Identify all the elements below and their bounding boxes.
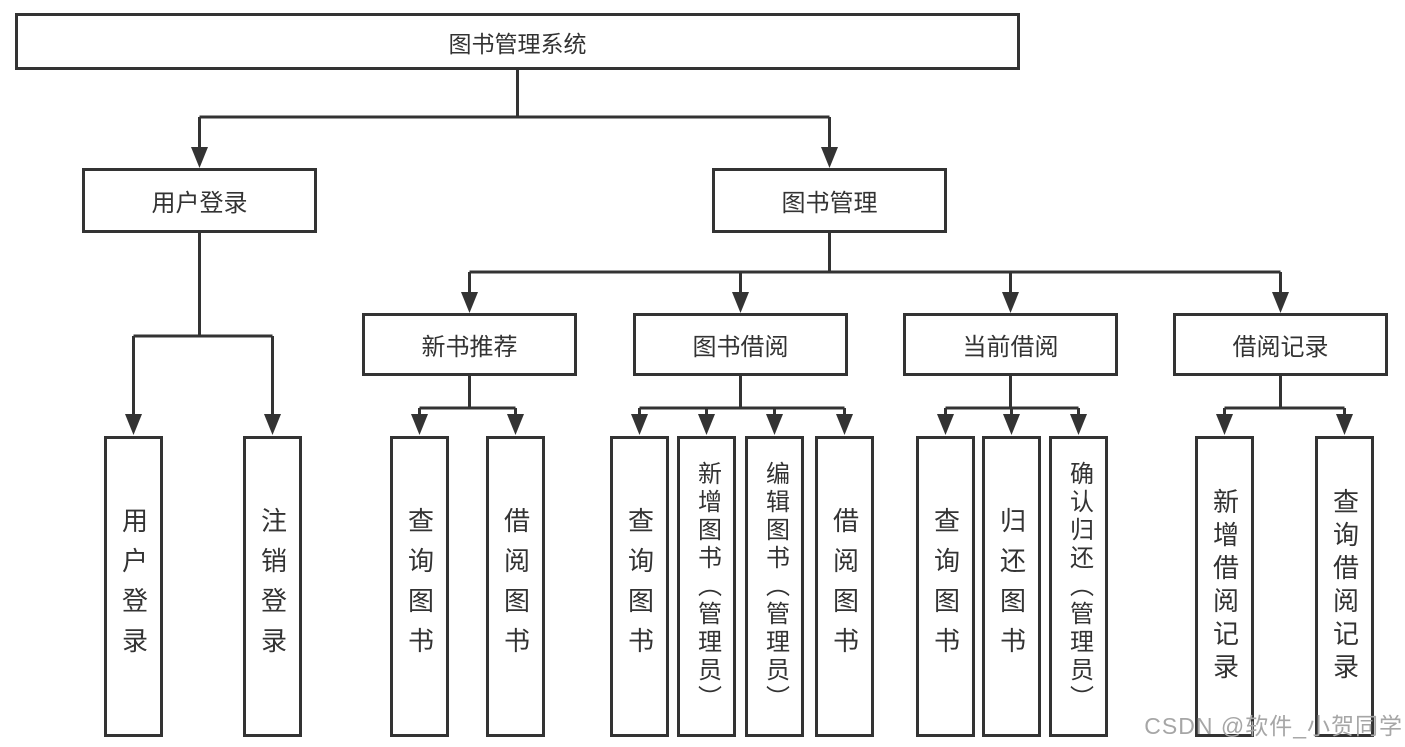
leaf-add-borrow-record: 新增借阅记录 — [1195, 436, 1254, 737]
leaf-query-borrow-record-label: 查询借阅记录 — [1329, 487, 1360, 686]
node-library-system: 图书管理系统 — [15, 13, 1020, 70]
node-library-system-label: 图书管理系统 — [448, 30, 587, 57]
leaf-query-borrow-record: 查询借阅记录 — [1315, 436, 1374, 737]
leaf-return-book-label: 归还图书 — [996, 506, 1027, 667]
leaf-add-book-admin-label: 新增图书（管理员） — [693, 460, 721, 713]
leaf-borrow-book: 借阅图书 — [815, 436, 874, 737]
leaf-borrow-book-recommend: 借阅图书 — [486, 436, 545, 737]
node-current-borrow: 当前借阅 — [903, 313, 1118, 376]
node-current-borrow-label: 当前借阅 — [962, 334, 1059, 361]
leaf-edit-book-admin-label: 编辑图书（管理员） — [761, 460, 789, 713]
leaf-logout: 注销登录 — [243, 436, 302, 737]
node-book-borrow: 图书借阅 — [633, 313, 848, 376]
leaf-confirm-return-admin: 确认归还（管理员） — [1049, 436, 1108, 737]
leaf-user-login: 用户登录 — [104, 436, 163, 737]
node-book-management: 图书管理 — [712, 168, 947, 233]
node-user-login: 用户登录 — [82, 168, 317, 233]
leaf-logout-label: 注销登录 — [257, 506, 288, 667]
connector-userlogin-to-leaves — [132, 233, 274, 418]
csdn-watermark: CSDN @软件_小贺同学 — [1144, 713, 1403, 739]
connector-root-to-level1 — [198, 70, 831, 152]
node-new-book-recommend: 新书推荐 — [362, 313, 577, 376]
node-borrow-record-label: 借阅记录 — [1232, 334, 1329, 361]
node-borrow-record: 借阅记录 — [1173, 313, 1388, 376]
connector-record-to-leaves — [1223, 376, 1346, 418]
leaf-edit-book-admin: 编辑图书（管理员） — [745, 436, 804, 737]
connector-current-to-leaves — [944, 376, 1080, 418]
node-book-management-label: 图书管理 — [781, 190, 878, 217]
connector-borrow-to-leaves — [638, 376, 846, 418]
leaf-add-book-admin: 新增图书（管理员） — [677, 436, 736, 737]
leaf-query-book-recommend: 查询图书 — [390, 436, 449, 737]
leaf-user-login-label: 用户登录 — [118, 506, 149, 667]
leaf-borrow-book-recommend-label: 借阅图书 — [500, 506, 531, 667]
leaf-confirm-return-admin-label: 确认归还（管理员） — [1065, 460, 1093, 713]
leaf-return-book: 归还图书 — [982, 436, 1041, 737]
leaf-query-book-recommend-label: 查询图书 — [404, 506, 435, 667]
connector-recommend-to-leaves — [418, 376, 517, 418]
leaf-query-book-borrow-label: 查询图书 — [624, 506, 655, 667]
node-new-book-recommend-label: 新书推荐 — [421, 334, 518, 361]
leaf-query-book-current: 查询图书 — [916, 436, 975, 737]
leaf-query-book-borrow: 查询图书 — [610, 436, 669, 737]
leaf-add-borrow-record-label: 新增借阅记录 — [1209, 487, 1240, 686]
connector-bookmgmt-to-level2 — [468, 233, 1282, 297]
node-user-login-label: 用户登录 — [151, 190, 248, 217]
arrow-heads — [125, 147, 1353, 435]
node-book-borrow-label: 图书借阅 — [692, 334, 789, 361]
leaf-borrow-book-label: 借阅图书 — [829, 506, 860, 667]
leaf-query-book-current-label: 查询图书 — [930, 506, 961, 667]
